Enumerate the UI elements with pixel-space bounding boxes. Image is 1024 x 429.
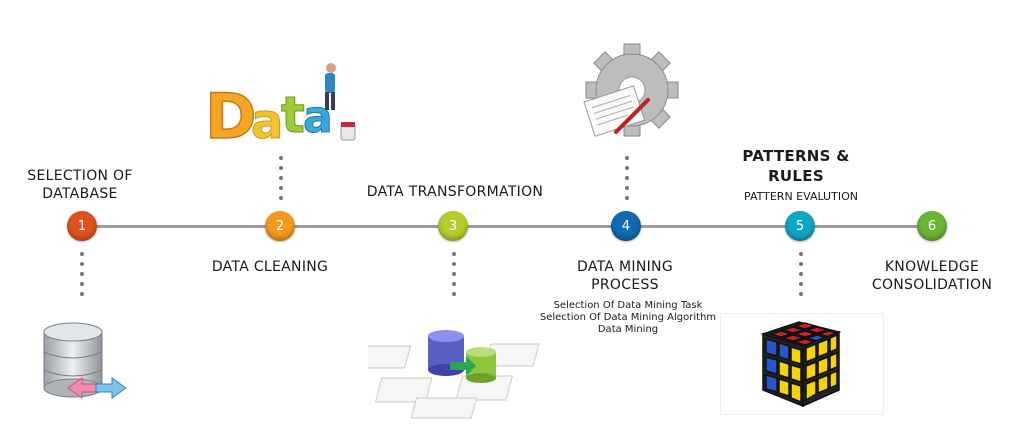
step-4-label-line1: DATA MINING [577, 259, 673, 275]
detail-item: Selection Of Data Mining Algorithm [539, 312, 717, 323]
step-4-number: 4 [621, 218, 631, 234]
step-3-connector [452, 252, 456, 302]
step-4-details: Selection Of Data Mining Task Selection … [530, 300, 726, 336]
step-5-title: PATTERNS & RULES [726, 146, 866, 186]
step-6-label-line2: CONSOLIDATION [871, 277, 993, 293]
gear-document-icon [570, 40, 690, 150]
timeline-line [82, 225, 934, 228]
step-4-node: 4 [611, 211, 641, 241]
step-5-title-line1: PATTERNS & [742, 147, 850, 165]
step-6-number: 6 [927, 218, 937, 234]
step-6-node: 6 [917, 211, 947, 241]
data-transformation-image [357, 318, 558, 423]
svg-text:t: t [281, 86, 305, 144]
step-1-label-line2: DATABASE [42, 186, 118, 202]
step-4-connector [625, 156, 629, 206]
step-4-label: DATA MINING PROCESS [560, 258, 690, 294]
step-6-label-line1: KNOWLEDGE [884, 259, 980, 275]
step-2-number: 2 [275, 218, 285, 234]
rubiks-cube-icon [720, 313, 884, 415]
step-1-label: SELECTION OF DATABASE [20, 167, 140, 203]
step-2-connector [279, 156, 283, 206]
step-2-node: 2 [265, 211, 295, 241]
step-4-label-line2: PROCESS [591, 277, 659, 293]
detail-item: Selection Of Data Mining Task [553, 300, 703, 311]
database-icon [38, 318, 133, 408]
step-3-label: DATA TRANSFORMATION [366, 184, 544, 200]
step-2-label: DATA CLEANING [211, 259, 329, 275]
step-5-node: 5 [785, 211, 815, 241]
step-6-label: KNOWLEDGE CONSOLIDATION [862, 258, 1002, 294]
step-1-connector [80, 252, 84, 302]
step-1-node: 1 [67, 211, 97, 241]
step-5-label: PATTERN EVALUTION [744, 190, 858, 203]
step-3-node: 3 [438, 211, 468, 241]
step-3-number: 3 [448, 218, 458, 234]
step-1-number: 1 [77, 218, 87, 234]
step-1-label-line1: SELECTION OF [27, 168, 133, 184]
step-5-number: 5 [795, 218, 805, 234]
svg-text:a: a [251, 94, 283, 150]
step-5-connector [799, 252, 803, 302]
data-cleaning-image: D a t a [203, 52, 363, 154]
detail-item: Data Mining [597, 324, 659, 335]
step-5-title-line2: RULES [768, 167, 824, 185]
svg-text:D: D [205, 80, 256, 152]
